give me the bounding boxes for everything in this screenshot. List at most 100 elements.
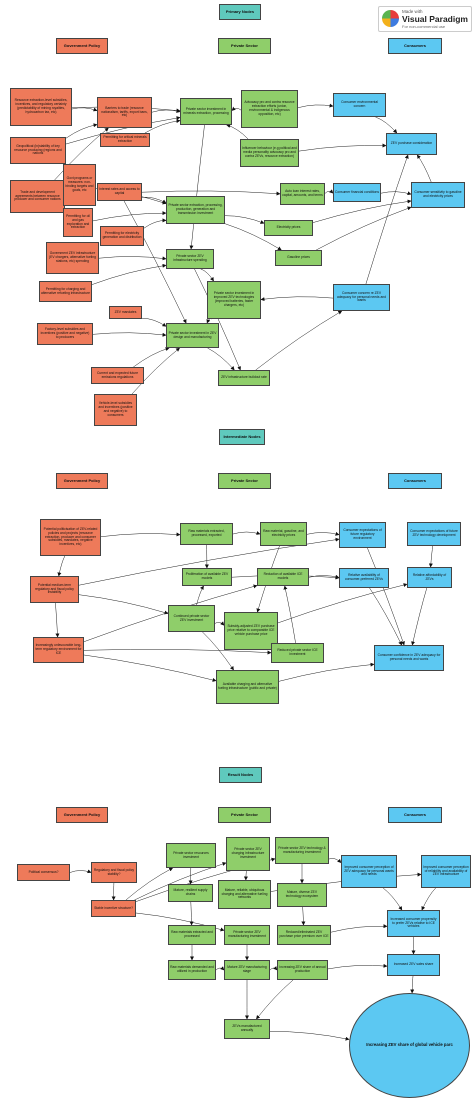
connector-arrow xyxy=(324,189,334,194)
connector-arrow xyxy=(226,124,249,140)
connector-arrow xyxy=(91,263,167,285)
connector-arrow xyxy=(316,206,412,251)
node-vehicle-level-subsidies: Vehicle-level subsidies and incentives (… xyxy=(94,394,137,426)
node-electricity-prices: Electricity prices xyxy=(264,220,313,236)
connector-arrow xyxy=(65,123,98,139)
node-global-vehicle-parc-share: Increasing ZEV share of global vehicle p… xyxy=(349,993,470,1098)
node-government-programs: Govt programs or measures: non-binding t… xyxy=(63,164,96,206)
connector-arrow xyxy=(65,116,181,145)
node-resource-extraction-policy: Resource extraction-level subsidies, inc… xyxy=(10,88,72,126)
node-improved-infrastructure-perception: Improved consumer perception of reliabil… xyxy=(421,855,471,888)
node-geopolitical-instability: Geopolitical (in)stability of key resour… xyxy=(10,137,66,164)
watermark-logo: Made with Visual Paradigm For non-commer… xyxy=(378,6,472,32)
node-private-infrastructure-spending: Private sector ZEV infrastructure spendi… xyxy=(166,249,214,269)
node-zev-mandates: ZEV mandates xyxy=(109,306,142,319)
connector-arrow xyxy=(131,347,180,395)
node-subsidy-adjusted-price: Subsidy-adjusted ZEV purchase price rela… xyxy=(224,612,278,650)
connector-arrow xyxy=(92,211,167,222)
node-relative-availability: Relative availability of consumer-prefer… xyxy=(339,568,389,588)
connector-arrow xyxy=(330,924,388,933)
header-private-sector: Private Sector xyxy=(218,38,271,54)
node-consumer-confidence: Consumer confidence in ZEV adequacy for … xyxy=(374,645,444,671)
connector-arrow xyxy=(143,218,167,229)
node-permitting-critical-minerals: Permitting for critical minerals extract… xyxy=(100,133,150,147)
node-stable-incentive-structure: Stable incentive structure? xyxy=(91,900,136,917)
node-permitting-charging-infrastructure: Permitting for charging and alternative … xyxy=(39,281,92,302)
node-reduced-ice-investment: Reduced private sector ICE investment xyxy=(271,643,324,663)
node-consumer-adequacy-concern: Consumer concern re ZEV adequacy for per… xyxy=(333,284,390,311)
connector-arrow xyxy=(54,127,109,181)
node-trade-agreements: Trade and development agreements between… xyxy=(10,180,65,213)
node-increasing-production-share: Increasing ZEV share of annual productio… xyxy=(277,960,328,980)
connector-arrow xyxy=(189,124,205,250)
connector-arrow xyxy=(255,310,343,371)
connector-arrow xyxy=(92,332,167,337)
connector-arrow xyxy=(369,587,402,646)
connector-arrow xyxy=(231,106,242,111)
node-raw-materials-demanded: Raw materials demanded and utilized in p… xyxy=(168,960,216,980)
node-trade-barriers: Barriers to trade (resource nationalism,… xyxy=(97,97,152,128)
brand-logo-icon xyxy=(382,10,399,27)
connector-arrow xyxy=(308,574,340,579)
connector-arrow xyxy=(224,215,265,224)
connector-arrow xyxy=(98,256,167,261)
connector-arrow xyxy=(224,223,282,251)
node-private-minerals-investment: Private sector investment in minerals ex… xyxy=(180,98,232,125)
node-raw-materials-extracted-processed: Raw materials extracted and processed xyxy=(168,925,216,945)
node-emissions-regulations: Current and expected future emissions re… xyxy=(91,367,144,384)
node-potential-politicisation: Potential politicisation of ZEV-related … xyxy=(40,519,101,556)
node-improved-adequacy-perception: Improved consumer perception of ZEV adeq… xyxy=(341,855,397,888)
connector-arrow xyxy=(260,296,334,302)
connector-arrow xyxy=(380,191,412,196)
connector-arrow xyxy=(123,200,187,324)
connector-arrow xyxy=(83,654,217,682)
connector-arrow xyxy=(365,154,409,285)
connector-arrow xyxy=(141,317,167,327)
connector-arrow xyxy=(141,190,281,196)
node-expectations-technology: Consumer expectations of future ZEV tech… xyxy=(407,522,461,546)
connector-arrow xyxy=(207,347,235,371)
connector-arrow xyxy=(375,116,398,134)
node-continued-zev-investment: Continued private sector ZEV investment xyxy=(168,605,215,632)
connector-arrow xyxy=(283,585,296,644)
connector-arrow xyxy=(327,963,388,970)
connector-arrow xyxy=(55,602,60,638)
node-advocacy-resource-extraction: Advocacy pro and contra resource extract… xyxy=(241,90,298,128)
node-interest-rates: Interest rates and access to capital xyxy=(97,183,142,201)
connector-arrow xyxy=(144,119,181,134)
node-raw-material-prices: Raw material, gasoline, and electricity … xyxy=(260,522,307,546)
node-mature-supply-chains: Mature, resilient supply chains xyxy=(168,884,213,902)
connector-arrow xyxy=(367,547,405,646)
node-mature-manufacturing: Mature ZEV manufacturing stage xyxy=(224,960,270,980)
node-expectations-regulatory: Consumer expectations of future regulato… xyxy=(339,522,386,548)
node-gasoline-prices: Gasoline prices xyxy=(275,250,322,266)
connector-arrow xyxy=(78,594,169,615)
node-available-charging: Available charging and alternative fueli… xyxy=(216,670,279,704)
node-zevs-manufactured-annually: ZEVs manufactured annually xyxy=(224,1019,270,1039)
watermark-made-with: Made with xyxy=(402,9,423,14)
header-consumers: Consumers xyxy=(388,473,442,489)
connector-arrow xyxy=(215,966,225,971)
connector-arrow xyxy=(297,103,334,108)
node-consumer-price-sensitivity: Consumer sensitivity to gasoline and ele… xyxy=(411,182,465,208)
node-infrastructure-buildout-rate: ZEV infrastructure buildout rate xyxy=(218,370,270,386)
connector-arrow xyxy=(214,621,225,626)
connector-arrow xyxy=(200,268,214,282)
node-permitting-electricity: Permitting for electricity generation an… xyxy=(100,226,144,246)
connector-arrow xyxy=(243,870,248,881)
connector-arrow xyxy=(382,887,403,911)
connector-arrow xyxy=(306,531,340,536)
node-permitting-oil-gas: Permitting for oil and gas exploration a… xyxy=(63,208,93,237)
node-charging-investment: Private sector ZEV charging infrastructu… xyxy=(226,837,270,871)
node-mature-charging-networks: Mature, reliable, ubiquitous charging an… xyxy=(218,880,271,909)
node-mature-technology-ecosystem: Mature, diverse ZEV technology ecosystem xyxy=(277,883,327,907)
header-government-policy: Government Policy xyxy=(56,38,108,54)
connector-arrow xyxy=(278,662,375,682)
node-proliferation-zev-models: Proliferation of available ZEV models xyxy=(182,568,232,586)
connector-arrow xyxy=(256,979,294,1020)
section-title-primary: Primary Nodes xyxy=(219,4,261,20)
node-private-design-manufacturing: Private sector investment in ZEV design … xyxy=(166,323,219,348)
header-government-policy: Government Policy xyxy=(56,807,108,823)
connector-arrow xyxy=(428,545,434,568)
connector-arrow xyxy=(134,862,227,901)
